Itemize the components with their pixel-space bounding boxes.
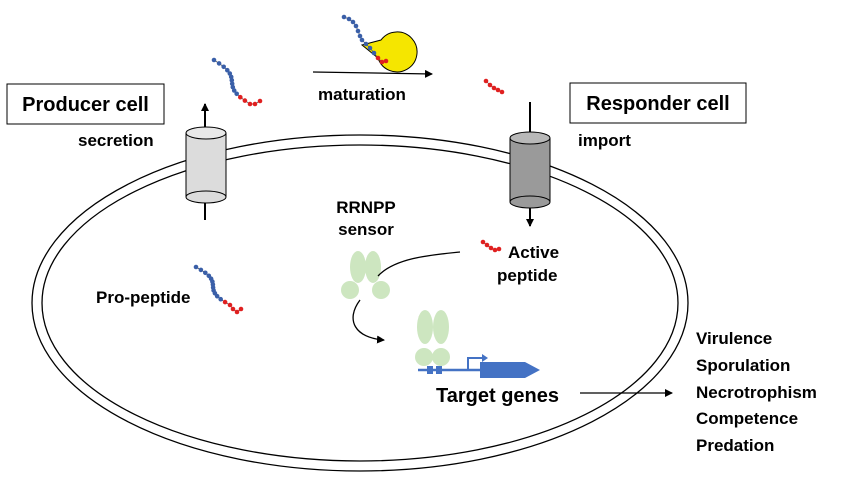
mature-peptide-bead: [488, 245, 494, 251]
pro-region-bead: [231, 88, 237, 93]
active-label: Active: [508, 243, 559, 262]
import-transporter: [509, 102, 551, 227]
outcome-virulence: Virulence: [696, 329, 772, 348]
pro-region-bead: [214, 293, 220, 299]
activation-arrow: [352, 299, 385, 344]
maturation-arrow: [312, 69, 433, 78]
mature-peptide-bead: [499, 89, 505, 95]
protease-icon: [360, 31, 418, 73]
cell-membrane: [31, 134, 689, 472]
responder-cell-label: Responder cell: [586, 93, 729, 115]
mature-peptide-bead: [238, 94, 243, 100]
pro-region-bead: [357, 33, 363, 39]
secretion-label: secretion: [78, 131, 154, 150]
rrnpp-label: RRNPP: [336, 198, 396, 217]
responder-cell-box: Responder cell: [569, 82, 747, 124]
mature-peptide-bead: [242, 98, 248, 103]
mature-peptide-bead: [227, 302, 233, 308]
maturation-label: maturation: [318, 85, 406, 104]
pro-region-bead: [359, 37, 365, 43]
secretion-transporter: [185, 103, 227, 220]
pro-region-bead: [228, 74, 234, 80]
mature-peptide-bead: [491, 85, 497, 91]
pro-region-bead: [353, 23, 359, 29]
pro-region-bead: [221, 64, 226, 70]
mature-peptide-bead: [375, 55, 381, 61]
pro-region-bead: [229, 78, 235, 83]
mature-peptide-bead: [483, 78, 489, 84]
mature-peptide-bead: [252, 101, 258, 107]
pro-region-bead: [346, 16, 352, 22]
pro-region-bead: [218, 296, 223, 302]
pro-region-bead: [355, 28, 361, 34]
active-peptide: [480, 239, 502, 253]
peptide-label: peptide: [497, 266, 557, 285]
activated-sensor-icon: [415, 310, 450, 366]
mature-peptide-bead: [230, 306, 236, 312]
mature-peptide-bead: [379, 59, 385, 65]
mature-peptide-bead: [257, 98, 263, 104]
pro-region-bead: [193, 264, 199, 270]
pro-region-bead: [216, 61, 222, 66]
mature-peptide-bead: [234, 309, 240, 315]
target-gene-icon: [418, 354, 540, 378]
pro-region-bead: [225, 67, 230, 73]
pro-region-bead: [211, 57, 217, 63]
pro-region-bead: [367, 45, 373, 51]
mature-peptide-bead: [487, 82, 493, 88]
mature-peptide-bead: [247, 101, 253, 107]
target-genes-label: Target genes: [436, 385, 559, 407]
secreted-pro-peptide: [211, 57, 263, 107]
pro-region-bead: [198, 267, 204, 273]
outcome-necrotrophism: Necrotrophism: [696, 383, 817, 402]
sensor-label: sensor: [338, 220, 394, 239]
mature-peptide-bead: [238, 306, 244, 312]
pro-region-bead: [341, 14, 347, 20]
outcome-predation: Predation: [696, 436, 774, 455]
pro-region-bead: [371, 50, 377, 56]
binding-line: [377, 251, 461, 277]
mature-peptide-bead: [383, 58, 389, 64]
mature-peptide-bead: [484, 242, 490, 248]
mature-peptide-bead: [492, 247, 498, 253]
mature-peptide: [483, 78, 505, 95]
import-label: import: [578, 131, 631, 150]
outcome-competence: Competence: [696, 409, 798, 428]
pro-region-bead: [363, 41, 369, 47]
mature-peptide-bead: [480, 239, 486, 245]
producer-cell-label: Producer cell: [22, 94, 149, 116]
mature-peptide-bead: [496, 246, 502, 252]
pro-region-bead: [229, 81, 235, 86]
mature-peptide-bead: [495, 87, 501, 93]
outcome-list: Virulence Sporulation Necrotrophism Comp…: [696, 329, 817, 455]
pro-peptide-label: Pro-peptide: [96, 288, 190, 307]
producer-cell-box: Producer cell: [6, 83, 165, 125]
intracellular-pro-peptide: [193, 264, 244, 315]
outcome-sporulation: Sporulation: [696, 356, 790, 375]
pro-region-bead: [203, 270, 208, 276]
processing-pro-peptide: [341, 14, 389, 65]
pro-region-bead: [350, 19, 356, 25]
pro-region-bead: [234, 91, 239, 97]
rrnpp-sensor-icon: [341, 251, 390, 299]
mature-peptide-bead: [222, 299, 228, 305]
